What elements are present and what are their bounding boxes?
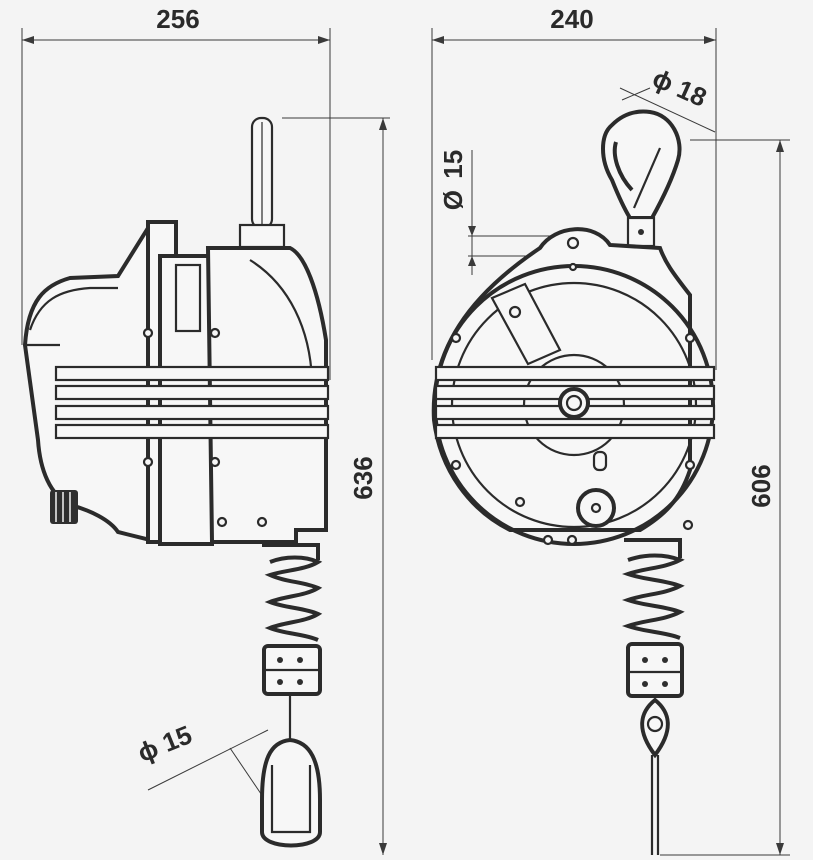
side-bottom-hook xyxy=(260,737,322,848)
svg-text:Ø 15: Ø 15 xyxy=(438,150,468,210)
dim-top-hook-dia: 18 xyxy=(673,74,712,113)
phi-symbol-bottom: ϕ xyxy=(133,733,162,768)
dim-bottom-hook-group: ϕ 15 xyxy=(133,719,196,768)
side-housing xyxy=(22,220,330,546)
dim-bottom-hook-dia: 15 xyxy=(158,719,196,758)
phi-symbol-top: ϕ xyxy=(648,63,678,98)
dim-front-height: 606 xyxy=(746,464,776,507)
dim-side-width: 256 xyxy=(156,4,199,34)
front-view xyxy=(431,109,716,855)
dim-side-height: 636 xyxy=(348,456,378,499)
side-view xyxy=(22,116,330,848)
dim-ring-dia: 15 xyxy=(438,150,468,179)
front-bands xyxy=(434,365,716,440)
front-spring xyxy=(621,538,685,855)
svg-text:ϕ 15: ϕ 15 xyxy=(133,719,196,768)
diameter-symbol: Ø xyxy=(438,190,468,210)
side-spring xyxy=(262,543,323,740)
side-top-eyebolt xyxy=(238,116,286,249)
front-top-hook xyxy=(601,109,682,248)
dim-front-width: 240 xyxy=(550,4,593,34)
side-bands xyxy=(54,365,330,440)
dimension-lines xyxy=(21,28,790,856)
dim-ring-dia-group: Ø 15 xyxy=(438,150,468,210)
